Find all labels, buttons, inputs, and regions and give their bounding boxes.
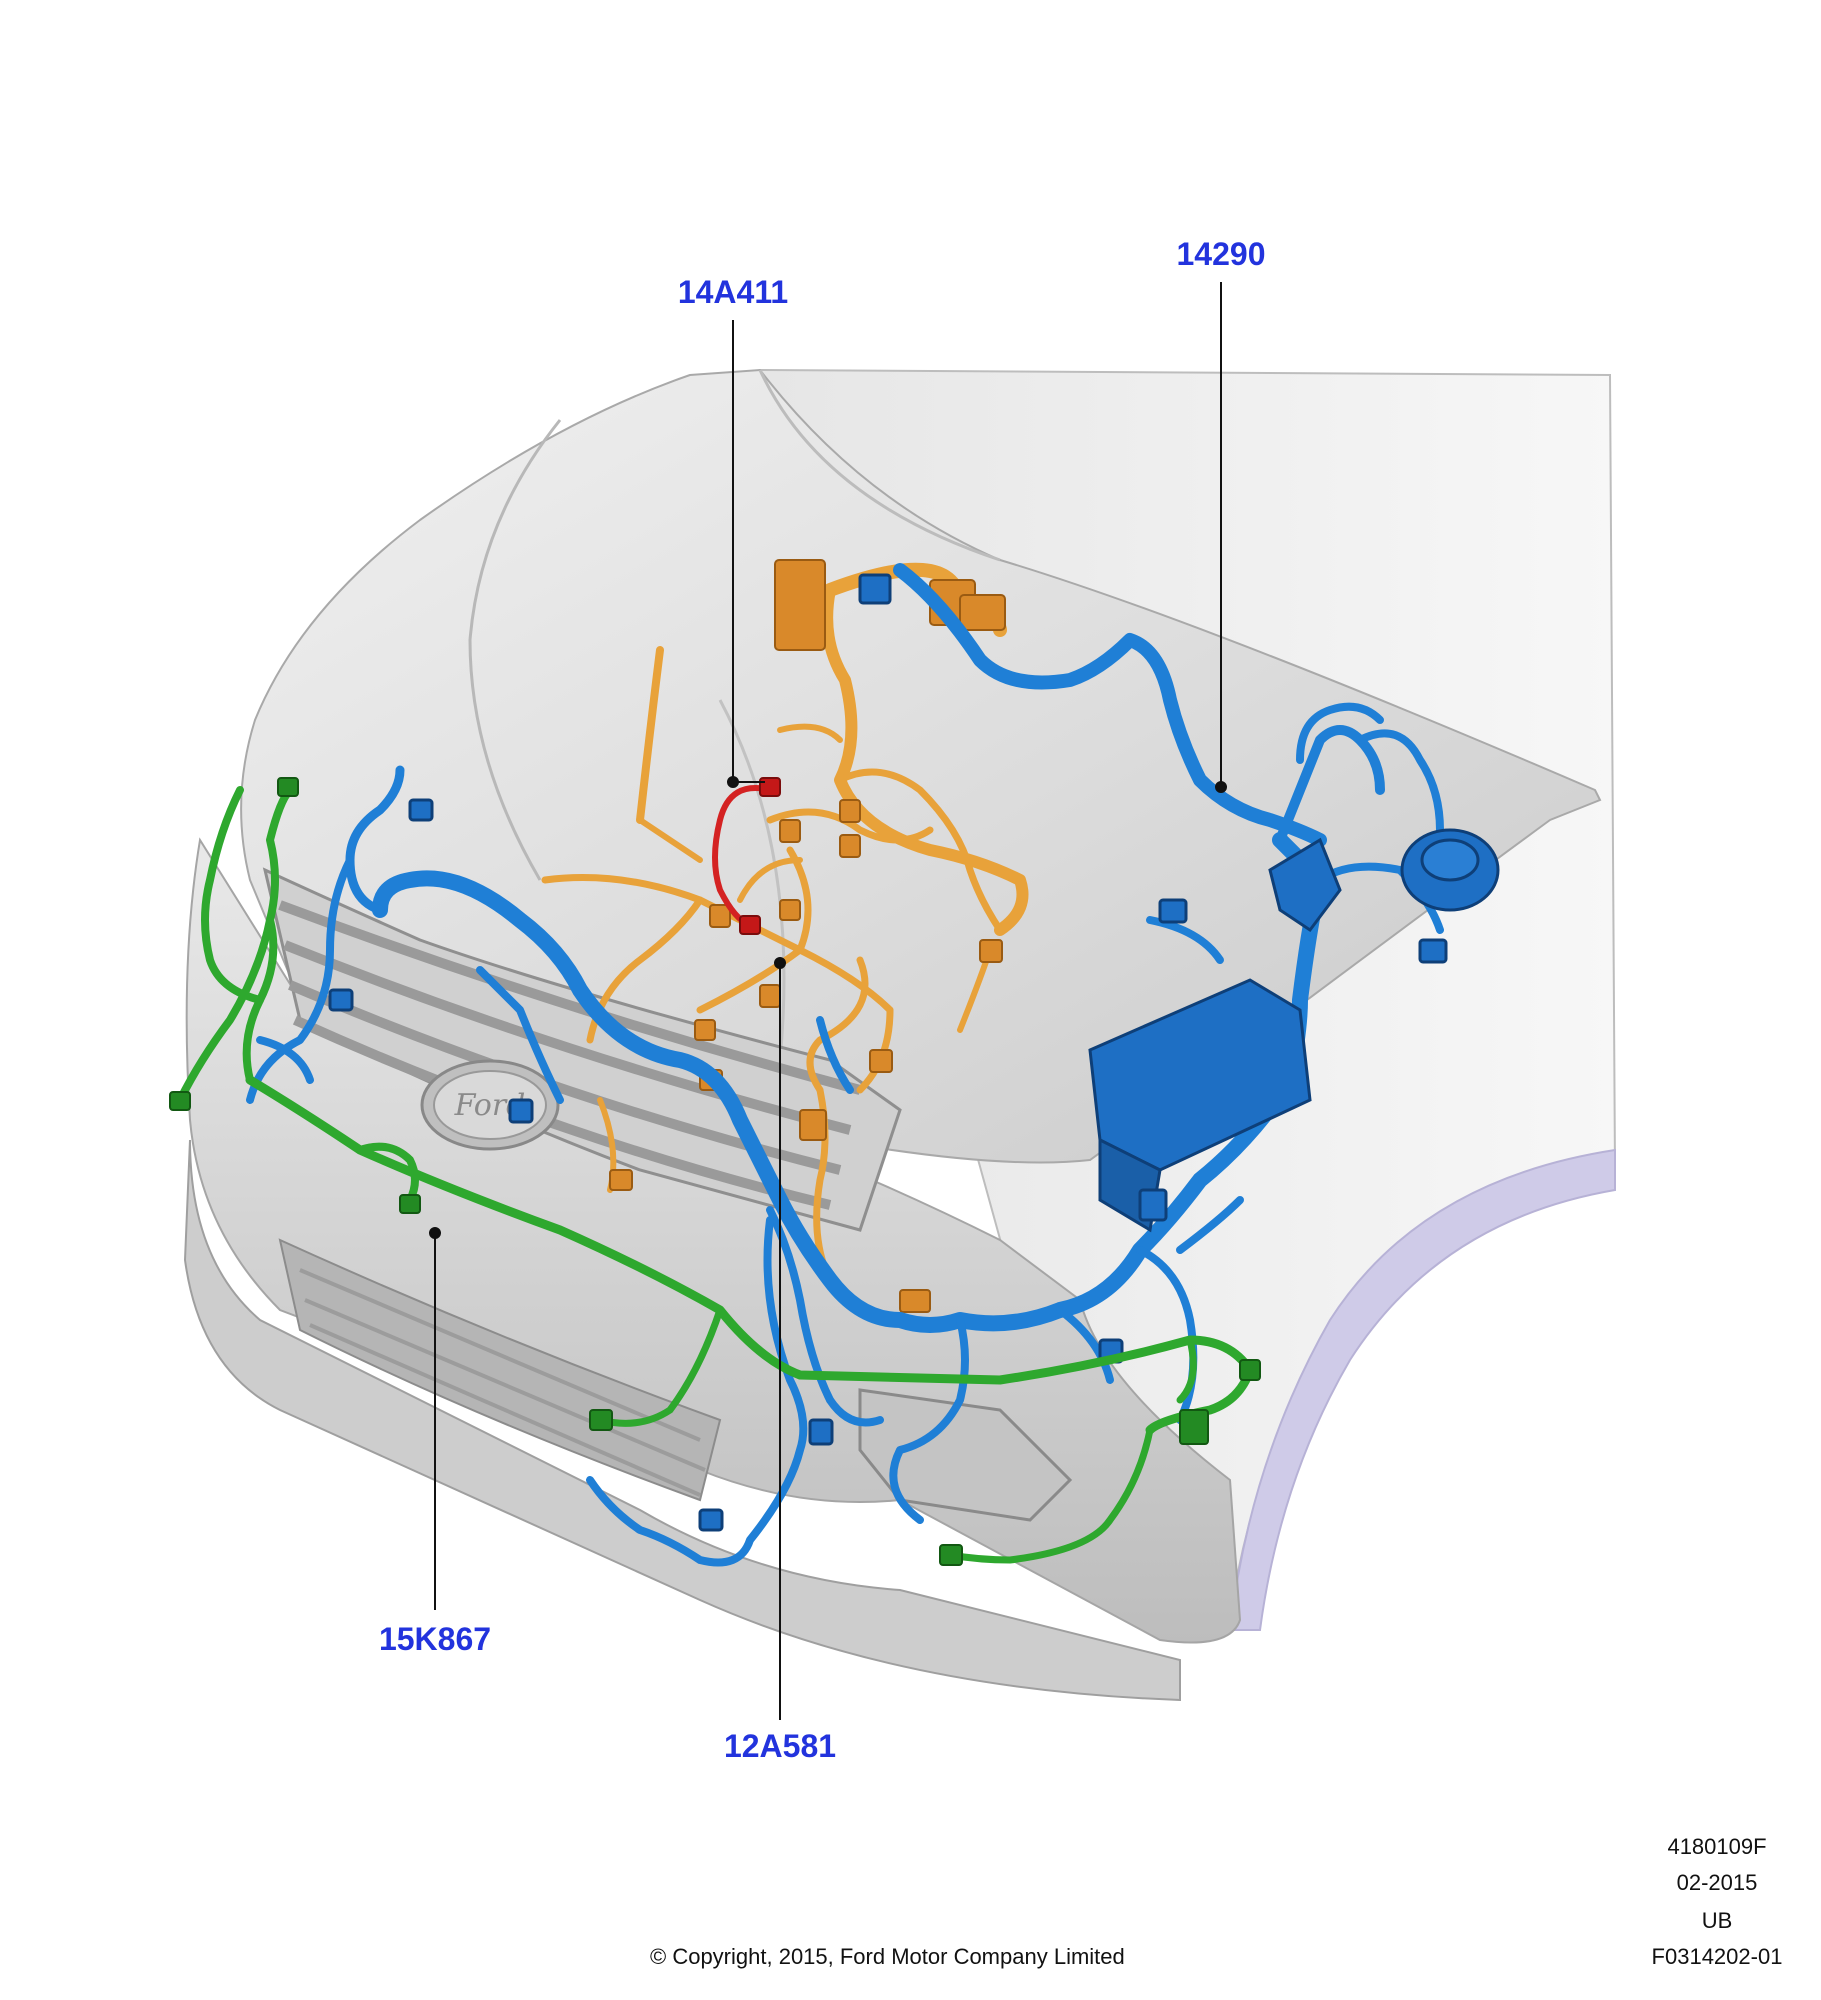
leader-14290-dot (1215, 781, 1227, 793)
blue-connector-2 (408, 798, 434, 822)
drawing-reference: F0314202-01 (1651, 1944, 1783, 1969)
blue-connector-4 (508, 1098, 534, 1124)
harness-15K867 (176, 786, 1255, 1564)
lower-bumper (183, 1139, 1181, 1702)
callout-14290: 14290 (1176, 236, 1266, 272)
drawing-number: 4180109F (1667, 1834, 1767, 1859)
callout-12A581: 12A581 (723, 1728, 837, 1764)
hood-crease-left (468, 419, 562, 881)
harness-14A411 (712, 785, 773, 928)
lower-intake-mesh (299, 1268, 706, 1497)
callout-15K867: 15K867 (378, 1621, 492, 1657)
ford-badge: Ford (420, 1059, 560, 1151)
copyright-notice: © Copyright, 2015, Ford Motor Company Li… (650, 1944, 1125, 1969)
drawing-region: UB (1701, 1908, 1733, 1933)
harness-15K867-connectors (169, 777, 1261, 1566)
lower-intake (278, 1238, 722, 1502)
fog-lamp-recess (858, 1388, 1073, 1522)
blue-connector-6 (1138, 1188, 1168, 1222)
abs-module-cap (1420, 838, 1480, 882)
drawing-date: 02-2015 (1676, 1870, 1758, 1895)
blue-connector-1 (858, 573, 892, 605)
leader-15K867-dot (429, 1227, 441, 1239)
callout-14A411: 14A411 (677, 274, 789, 310)
harness-14A411-connectors (739, 777, 781, 935)
blue-connector-10 (1158, 898, 1188, 924)
blue-connector-5 (808, 1418, 834, 1446)
relay-block (1268, 837, 1342, 933)
hood (240, 368, 1602, 1164)
blue-connector-8 (1418, 938, 1448, 964)
blue-connector-3 (328, 988, 354, 1012)
blue-connector-9 (698, 1508, 724, 1532)
hood-crease-right (758, 369, 1001, 562)
leader-lines (429, 282, 1227, 1720)
harness-14290-modules (328, 573, 1500, 1532)
leader-12A581-dot (774, 957, 786, 969)
leader-14A411-dot (727, 776, 739, 788)
harness-12A581-connectors (609, 559, 1006, 1313)
